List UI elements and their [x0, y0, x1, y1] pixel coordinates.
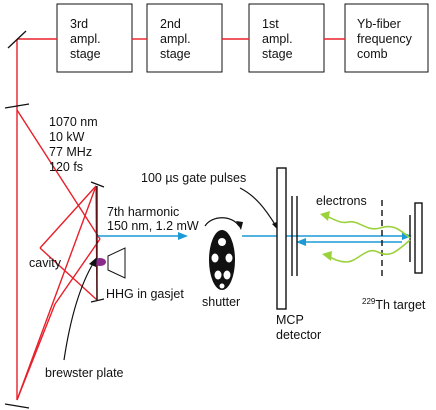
stage-box-1st — [248, 3, 325, 73]
stage-label-3rd: 3rd ampl. stage — [70, 17, 101, 61]
cavity-crossing-1 — [39, 185, 97, 249]
target-label: 229Th target — [362, 297, 425, 312]
stage-box-3rd — [56, 3, 133, 73]
cavity-mirror-bottom-left-icon — [4, 403, 30, 409]
laser-wavelength: 1070 nm — [49, 115, 98, 129]
comb-label: Yb-fiber frequency comb — [357, 17, 412, 61]
gate-pulse-arrow-icon — [239, 187, 279, 231]
vuv-arrowhead-1 — [178, 232, 188, 240]
shutter-label: shutter — [202, 295, 241, 309]
cavity-beam-a — [16, 109, 101, 240]
mcp-label: MCP detector — [276, 313, 322, 342]
comb-box — [344, 3, 429, 73]
shutter-rotation-arrow-icon — [204, 217, 243, 230]
laser-power: 10 kW — [49, 130, 85, 144]
laser-rep-rate: 77 MHz — [49, 145, 93, 159]
vuv-beam — [98, 232, 412, 246]
gas-jet-icon — [94, 247, 126, 279]
cavity-label: cavity — [29, 256, 61, 270]
harmonic-order: 7th harmonic — [107, 205, 180, 219]
target-name: Th target — [375, 298, 426, 312]
laser-path — [16, 38, 345, 401]
target-isotope: 229 — [362, 297, 376, 306]
electron-path-lower — [327, 239, 411, 263]
cavity-mirror-right-bottom-icon — [90, 298, 105, 303]
vuv-return-arrowhead — [296, 238, 306, 246]
stage-label-1st: 1st ampl. stage — [262, 17, 293, 61]
laser-pulse-duration: 120 fs — [49, 160, 84, 174]
stage-label-2nd: 2nd ampl. stage — [160, 17, 191, 61]
hhg-label: HHG in gasjet — [106, 287, 184, 301]
electron-path-upper — [325, 215, 411, 239]
cavity-beam-c — [54, 238, 101, 305]
mcp-detector-icon — [276, 167, 298, 310]
harmonic-spec: 150 nm, 1.2 mW — [107, 219, 199, 233]
cavity-mirror-top-left-icon — [4, 103, 30, 109]
cavity-mirror-right-top-icon — [90, 181, 105, 188]
amplifier-chain — [56, 3, 429, 73]
target-icon — [409, 202, 423, 274]
mirrors — [4, 30, 105, 409]
electrons-label: electrons — [316, 194, 367, 208]
gate-pulses-label: 100 µs gate pulses — [141, 171, 247, 185]
shutter-icon — [209, 230, 235, 290]
electron-paths — [320, 211, 411, 263]
stage-box-2nd — [146, 3, 223, 73]
cavity-beam-b — [16, 185, 97, 401]
cavity-beam-d — [16, 303, 56, 401]
brewster-arrow-icon — [63, 257, 97, 361]
brewster-label: brewster plate — [45, 366, 124, 380]
cavity-crossing-2 — [39, 247, 98, 301]
turning-mirror-icon — [7, 30, 27, 49]
